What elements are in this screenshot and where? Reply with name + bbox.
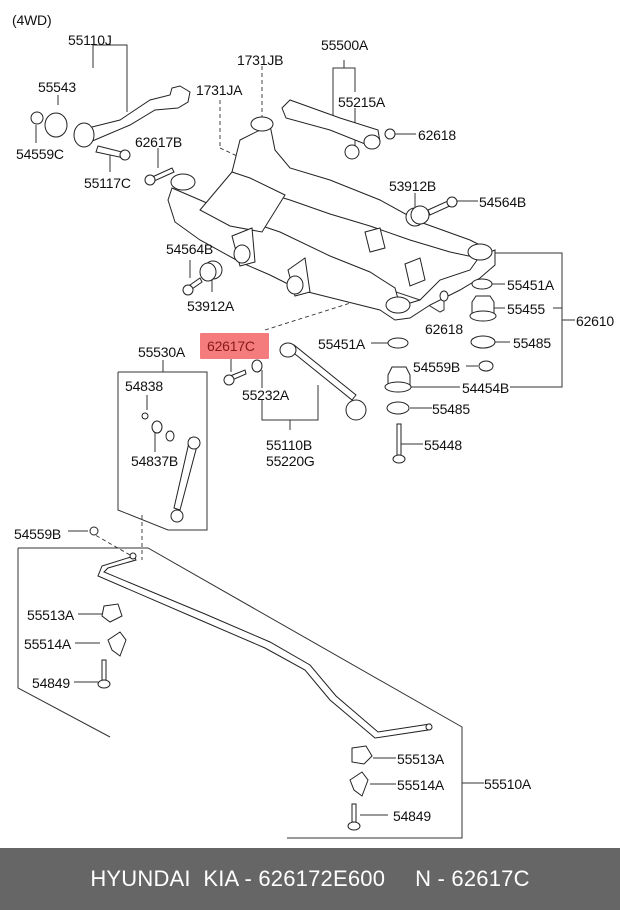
- part-label-62618-mid[interactable]: 62618: [425, 321, 463, 337]
- part-label-54564B-left[interactable]: 54564B: [166, 241, 214, 257]
- brand-part-number: HYUNDAI KIA - 626172E600: [90, 866, 386, 891]
- highlighted-part-marker: [200, 333, 269, 359]
- part-label-55500A[interactable]: 55500A: [321, 37, 369, 53]
- trailing-arm-55500A: [281, 99, 396, 160]
- part-label-55485-bottom[interactable]: 55485: [432, 401, 470, 417]
- bushings-and-bolts: [144, 167, 497, 464]
- part-label-53912B[interactable]: 53912B: [389, 178, 437, 194]
- part-number-footer: HYUNDAI KIA - 626172E600 N - 62617C: [0, 848, 620, 910]
- part-label-55451A-right[interactable]: 55451A: [507, 277, 555, 293]
- stabilizer-bar-55510A: [89, 526, 433, 831]
- part-label-55485-top[interactable]: 55485: [513, 335, 551, 351]
- part-label-55510A[interactable]: 55510A: [484, 776, 532, 792]
- part-label-55514A-left[interactable]: 55514A: [24, 636, 72, 652]
- part-label-54559C[interactable]: 54559C: [16, 146, 64, 162]
- crossmember-62610: [167, 116, 496, 321]
- part-label-54564B-right[interactable]: 54564B: [479, 194, 527, 210]
- variant-label: (4WD): [12, 12, 52, 28]
- part-label-1731JB[interactable]: 1731JB: [237, 52, 284, 68]
- part-label-55448[interactable]: 55448: [424, 437, 462, 453]
- upper-arm-55110J: [30, 85, 191, 161]
- part-label-54559B-right[interactable]: 54559B: [413, 359, 461, 375]
- part-label-55455[interactable]: 55455: [507, 301, 545, 317]
- lateral-arm-55110B: [223, 342, 367, 421]
- part-label-54838[interactable]: 54838: [125, 378, 163, 394]
- part-label-54849-right[interactable]: 54849: [393, 808, 431, 824]
- part-label-54837B[interactable]: 54837B: [131, 453, 179, 469]
- part-label-62610[interactable]: 62610: [576, 313, 614, 329]
- diagram-drawing: [17, 36, 575, 839]
- part-label-55220G[interactable]: 55220G: [266, 453, 315, 469]
- parts-diagram: (4WD) 55110J 55543 54559C 55117C 1731JB …: [12, 12, 614, 839]
- part-label-62617C-highlighted[interactable]: 62617C: [207, 338, 255, 354]
- leader-lines: [17, 36, 575, 839]
- part-label-55514A-right[interactable]: 55514A: [397, 777, 445, 793]
- part-label-55530A[interactable]: 55530A: [138, 344, 186, 360]
- part-label-55110J[interactable]: 55110J: [68, 32, 112, 48]
- part-label-55232A[interactable]: 55232A: [242, 387, 290, 403]
- part-label-55454B[interactable]: 54454B: [462, 380, 510, 396]
- part-label-55110B[interactable]: 55110B: [266, 437, 313, 453]
- part-label-55117C[interactable]: 55117C: [84, 175, 131, 191]
- part-label-55513A-right[interactable]: 55513A: [397, 751, 445, 767]
- part-label-54559B-left[interactable]: 54559B: [14, 526, 62, 542]
- stabilizer-link-55530A: [141, 412, 201, 523]
- part-label-55451A-left[interactable]: 55451A: [318, 336, 366, 352]
- diagram-reference-number: N - 62617C: [415, 866, 530, 891]
- part-label-62617B[interactable]: 62617B: [135, 134, 183, 150]
- part-label-55543[interactable]: 55543: [38, 79, 76, 95]
- part-label-62618-top[interactable]: 62618: [418, 127, 456, 143]
- part-label-55513A-left[interactable]: 55513A: [27, 607, 75, 623]
- part-label-55215A[interactable]: 55215A: [338, 94, 386, 110]
- part-label-1731JA[interactable]: 1731JA: [196, 82, 243, 98]
- part-label-53912A[interactable]: 53912A: [187, 298, 235, 314]
- part-label-54849-left[interactable]: 54849: [32, 675, 70, 691]
